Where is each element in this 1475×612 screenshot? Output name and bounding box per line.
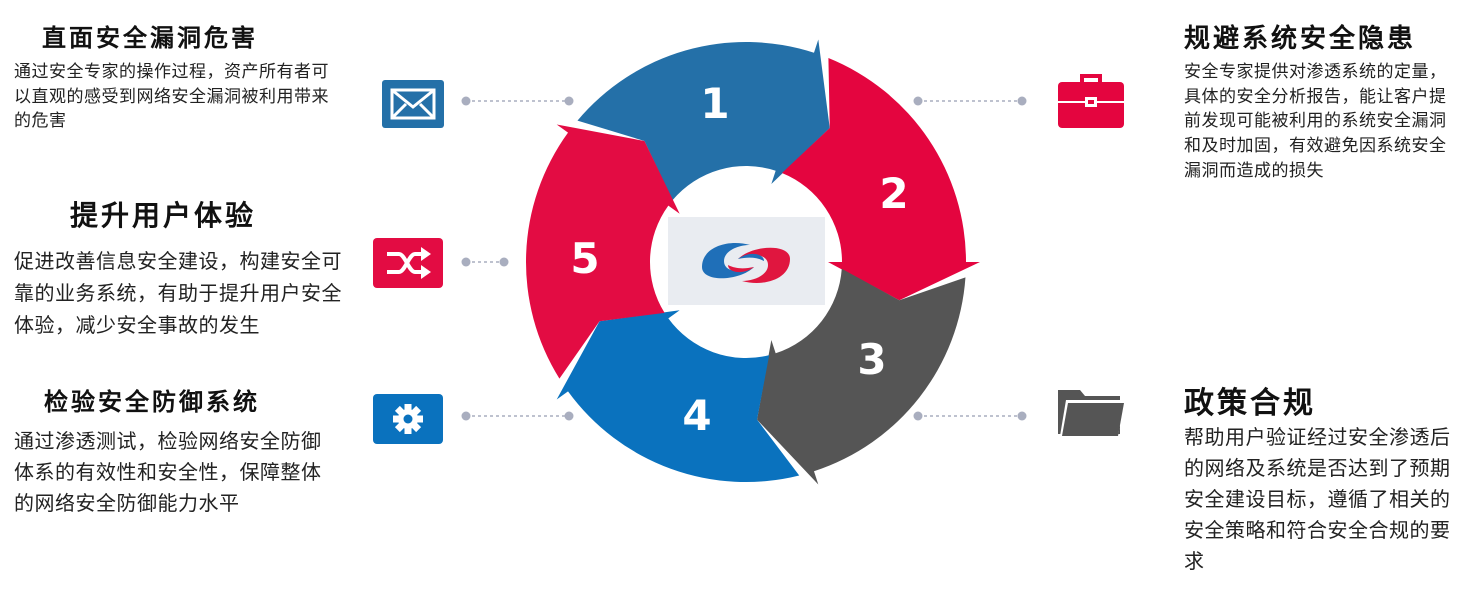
cycle-ring [526,39,980,485]
step-5-title: 提升用户体验 [70,199,257,232]
folder-icon [1058,386,1124,436]
segment-1-arrow [577,39,830,201]
center-logo [668,217,825,305]
step-1-description: 通过安全专家的操作过程，资产所有者可以直观的感受到网络安全漏洞被利用带来的危害 [14,62,329,132]
step-5-description: 促进改善信息安全建设，构建安全可靠的业务系统，有助于提升用户安全体验，减少安全事… [14,249,342,337]
step-3-title: 政策合规 [1184,386,1316,421]
step-2-description: 安全专家提供对渗透系统的定量，具体的安全分析报告，能让客户提前发现可能被利用的系… [1184,62,1447,181]
segment-3-arrow [757,268,966,485]
segment-5-arrow [526,124,680,379]
segment-4-arrow [556,310,800,482]
step-3-description: 帮助用户验证经过安全渗透后的网络及系统是否达到了预期安全建设目标，遵循了相关的安… [1184,425,1451,573]
briefcase-icon [1058,72,1124,128]
shuffle-icon [373,238,443,288]
connector-lines [461,96,1027,421]
step-4-title: 检验安全防御系统 [44,388,260,416]
step-1-title: 直面安全漏洞危害 [42,24,258,52]
step-4-description: 通过渗透测试，检验网络安全防御体系的有效性和安全性，保障整体的网络安全防御能力水… [14,429,322,515]
segment-2-arrow [781,58,980,301]
gear-icon [373,394,443,444]
step-2-title: 规避系统安全隐患 [1184,24,1417,54]
mail-icon [382,80,444,128]
